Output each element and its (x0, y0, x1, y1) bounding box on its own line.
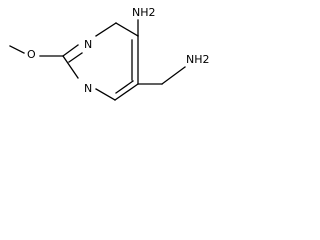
structure-canvas: N N O NH2 NH2 (0, 0, 226, 123)
atom-label-o: O (27, 48, 36, 61)
bond-c4-top (115, 22, 139, 37)
bond-c6-c5-inner (115, 80, 134, 94)
atom-label-n-bottom: N (84, 82, 92, 95)
bond-ch2-nh2 (161, 66, 186, 85)
atom-label-n-top: N (84, 38, 92, 51)
bond-n1-c6 (95, 88, 116, 101)
bond-n3-c2-inner (68, 52, 83, 63)
atom-label-nh2-side: NH2 (186, 53, 210, 66)
bond-o-ch3 (9, 45, 25, 54)
bond-c2-n1 (62, 55, 79, 79)
molecule-structure: N N O NH2 NH2 (9, 6, 210, 101)
bond-n3-c2 (62, 44, 79, 57)
atom-label-nh2-top: NH2 (132, 6, 156, 19)
bond-c4-n3 (95, 22, 117, 37)
bond-c6-c5 (114, 83, 139, 101)
